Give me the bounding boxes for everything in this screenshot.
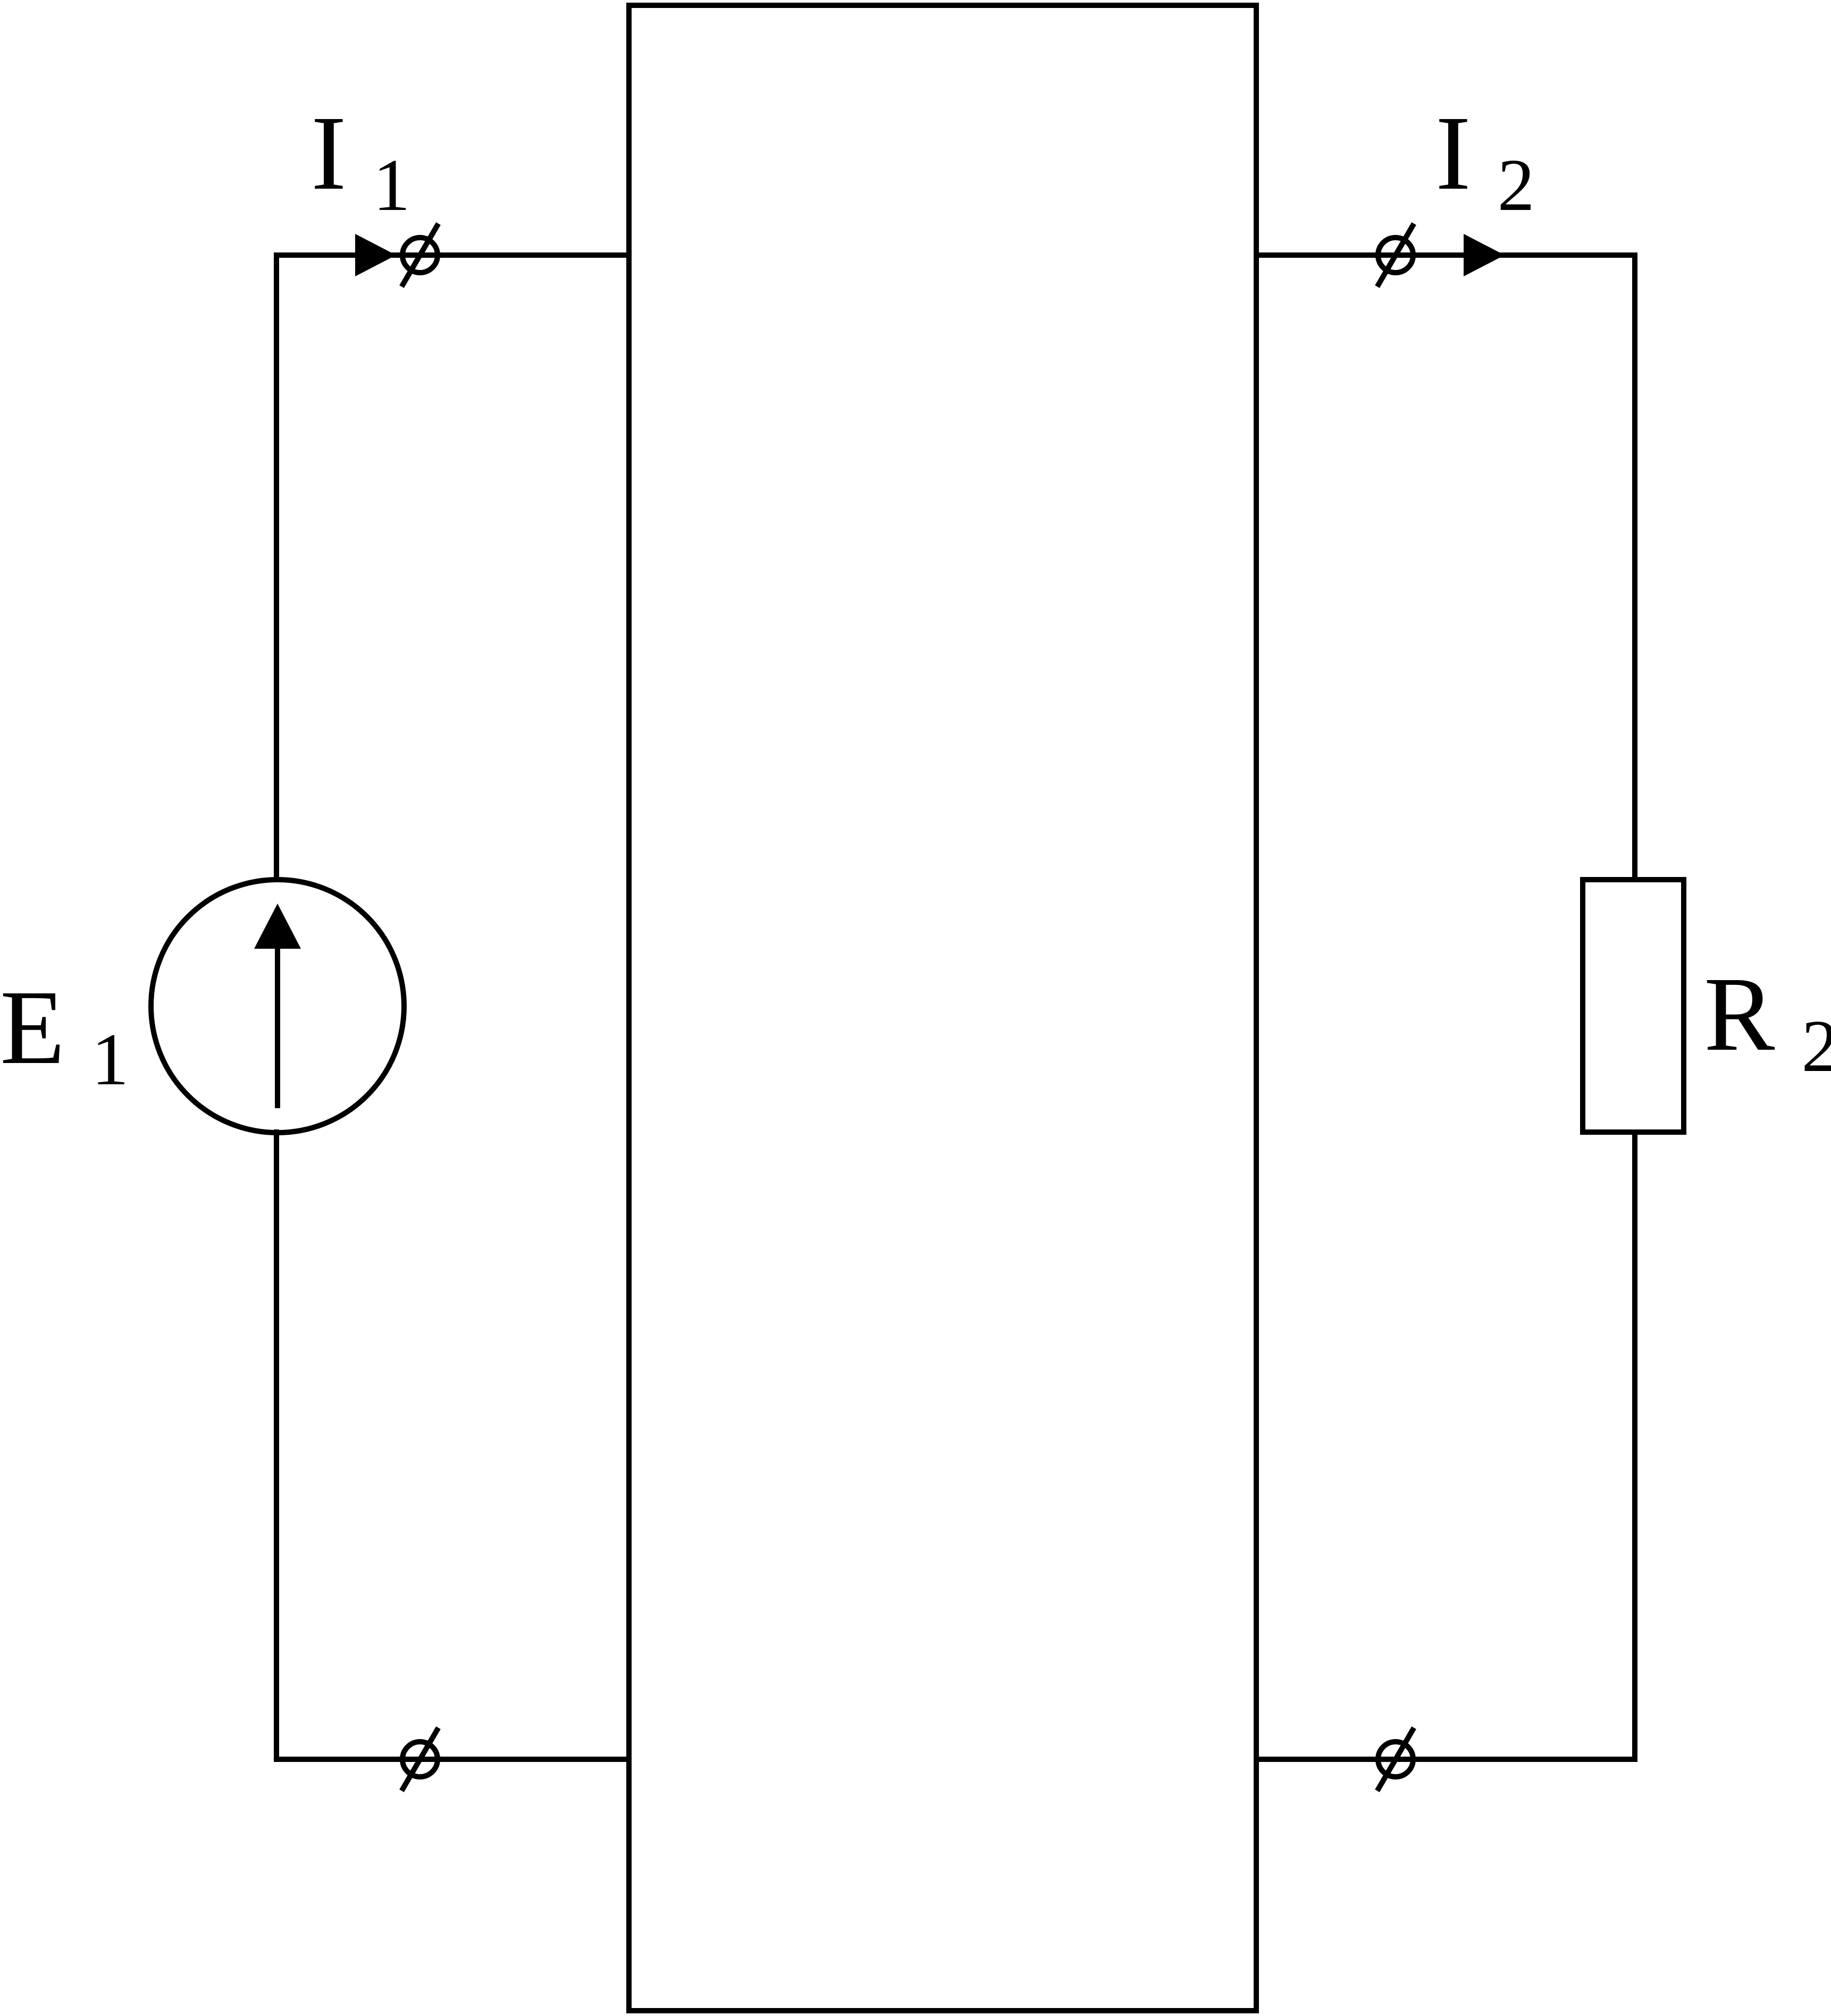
- label-i1: I 1: [311, 95, 410, 226]
- terminal-icon: [399, 1726, 441, 1792]
- current-arrow-i1: [355, 234, 396, 276]
- label-i2: I 2: [1435, 95, 1535, 226]
- label-i1-main: I: [311, 95, 347, 212]
- label-i1-sub: 1: [373, 144, 410, 226]
- label-e1-main: E: [0, 969, 65, 1086]
- current-arrow-i2: [1464, 234, 1505, 276]
- label-r2-sub: 2: [1801, 1005, 1831, 1087]
- voltage-source-icon: [148, 877, 407, 1135]
- label-e1-sub: 1: [91, 1018, 129, 1101]
- right-bottom-wire: [1254, 1129, 1637, 1762]
- left-bottom-wire: [274, 1129, 632, 1762]
- label-i2-main: I: [1435, 95, 1471, 212]
- label-r2: R 2: [1704, 956, 1831, 1087]
- label-r2-main: R: [1704, 956, 1775, 1073]
- label-i2-sub: 2: [1498, 144, 1535, 226]
- right-top-wire: [1254, 252, 1637, 882]
- left-top-wire: [274, 252, 632, 882]
- label-e1: E 1: [0, 969, 129, 1101]
- two-port-network: [626, 3, 1259, 2013]
- terminal-icon: [399, 222, 441, 288]
- terminal-icon: [1375, 1726, 1416, 1792]
- resistor-icon: [1580, 877, 1686, 1135]
- terminal-icon: [1375, 222, 1416, 288]
